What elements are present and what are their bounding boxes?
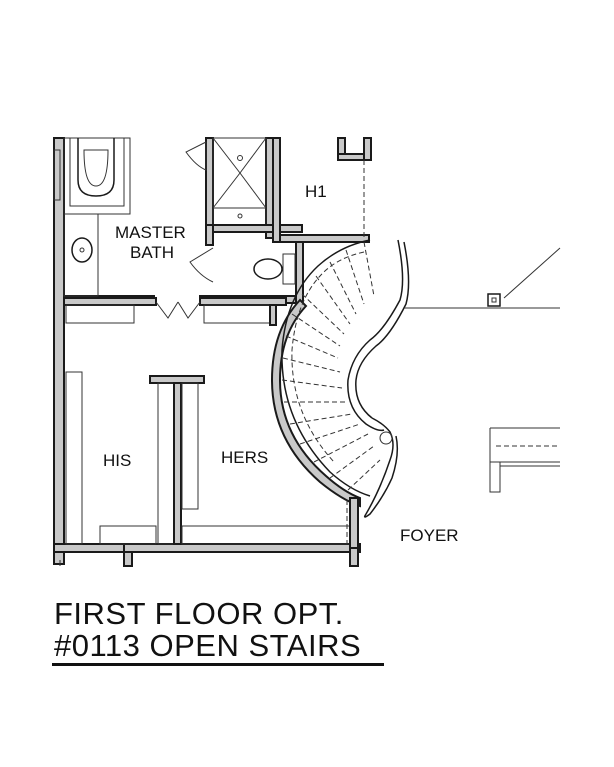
sink-drain	[79, 247, 85, 253]
tread-4	[315, 275, 351, 325]
tread-2	[345, 249, 365, 305]
tread-6	[291, 313, 341, 347]
tread-1	[363, 241, 375, 297]
bathtub-inner	[69, 137, 125, 207]
his-shelf-top	[65, 304, 135, 324]
shower-wall-right	[265, 137, 274, 239]
hers-shelf-top	[203, 304, 271, 324]
shower-wall-left	[205, 137, 214, 233]
stair-inner-edge	[347, 239, 404, 432]
label-h1: H1	[305, 182, 327, 201]
foyer-bench-post	[489, 461, 501, 493]
balcony-diagonal	[503, 247, 561, 299]
bathtub-inner-curve	[83, 149, 109, 187]
tub-window	[53, 149, 61, 201]
stair-outer-dash	[291, 251, 365, 463]
label-master-bath-1: MASTER	[115, 223, 186, 242]
stair-handrail	[355, 241, 410, 419]
label-his: HIS	[103, 451, 131, 470]
closet-top-wall-left	[63, 297, 157, 306]
tread-7	[285, 335, 339, 359]
shower-door-swing	[185, 141, 207, 171]
tread-5	[301, 293, 345, 335]
left-bottom-jog	[53, 543, 135, 553]
balcony-post-inner	[491, 297, 497, 303]
tread-11	[289, 413, 353, 425]
hers-shelf-post	[269, 304, 277, 326]
left-exterior-wall	[53, 137, 65, 565]
shower-diag-2	[239, 172, 267, 209]
closet-divider-shelf	[157, 382, 175, 545]
h1-wall-bottom	[272, 234, 370, 243]
plan-title-line-1: FIRST FLOOR OPT.	[54, 596, 344, 631]
toilet-bowl	[253, 258, 283, 280]
label-master-bath-2: BATH	[130, 243, 174, 262]
tread-13	[313, 433, 369, 463]
tread-14	[329, 445, 375, 479]
stair-outer-edge	[281, 239, 371, 497]
newel-post	[379, 431, 393, 445]
tread-12	[299, 423, 361, 445]
closet-door-swing-left	[155, 301, 179, 319]
shower-diag-4	[239, 137, 267, 174]
closet-right-wall	[349, 497, 359, 549]
his-shelf-left	[65, 371, 83, 545]
his-shelf-bottom	[99, 525, 157, 545]
tread-9	[281, 379, 343, 389]
title-underline	[52, 663, 384, 666]
plan-title-line-2: #0113 OPEN STAIRS	[54, 628, 362, 663]
wc-wall-left	[205, 224, 214, 246]
label-foyer: FOYER	[400, 526, 459, 545]
h1-wall-right-post	[363, 137, 372, 161]
curved-staircase	[281, 239, 410, 518]
wc-wall-top	[205, 224, 303, 233]
balcony-post	[487, 293, 501, 307]
closet-top-wall-right	[199, 297, 287, 306]
sink-basin	[71, 237, 93, 263]
tread-3	[329, 261, 357, 315]
stair-bottom-newel	[363, 417, 399, 518]
shower-diag-3	[212, 137, 241, 174]
stair-curved-wall	[270, 298, 361, 508]
shower-drain	[237, 155, 243, 161]
vanity-counter	[63, 213, 99, 297]
wc-door-swing	[189, 247, 214, 283]
shower-bench	[212, 207, 267, 227]
hers-shelf-right	[181, 382, 199, 510]
shower-valve	[237, 213, 243, 219]
bathtub-outline	[63, 137, 131, 215]
label-hers: HERS	[221, 448, 268, 467]
closet-divider-cap	[149, 375, 205, 384]
hers-shelf-bottom	[181, 525, 353, 545]
closet-divider-wall	[173, 382, 182, 545]
toilet-tank	[282, 253, 296, 285]
h1-wall-left	[272, 137, 281, 243]
tread-15	[347, 459, 381, 491]
bathtub-basin	[77, 138, 115, 197]
tread-8	[282, 357, 341, 373]
closet-bottom-wall	[123, 543, 361, 553]
shower-diag-1	[212, 172, 241, 209]
closet-door-swing-right	[177, 301, 201, 319]
